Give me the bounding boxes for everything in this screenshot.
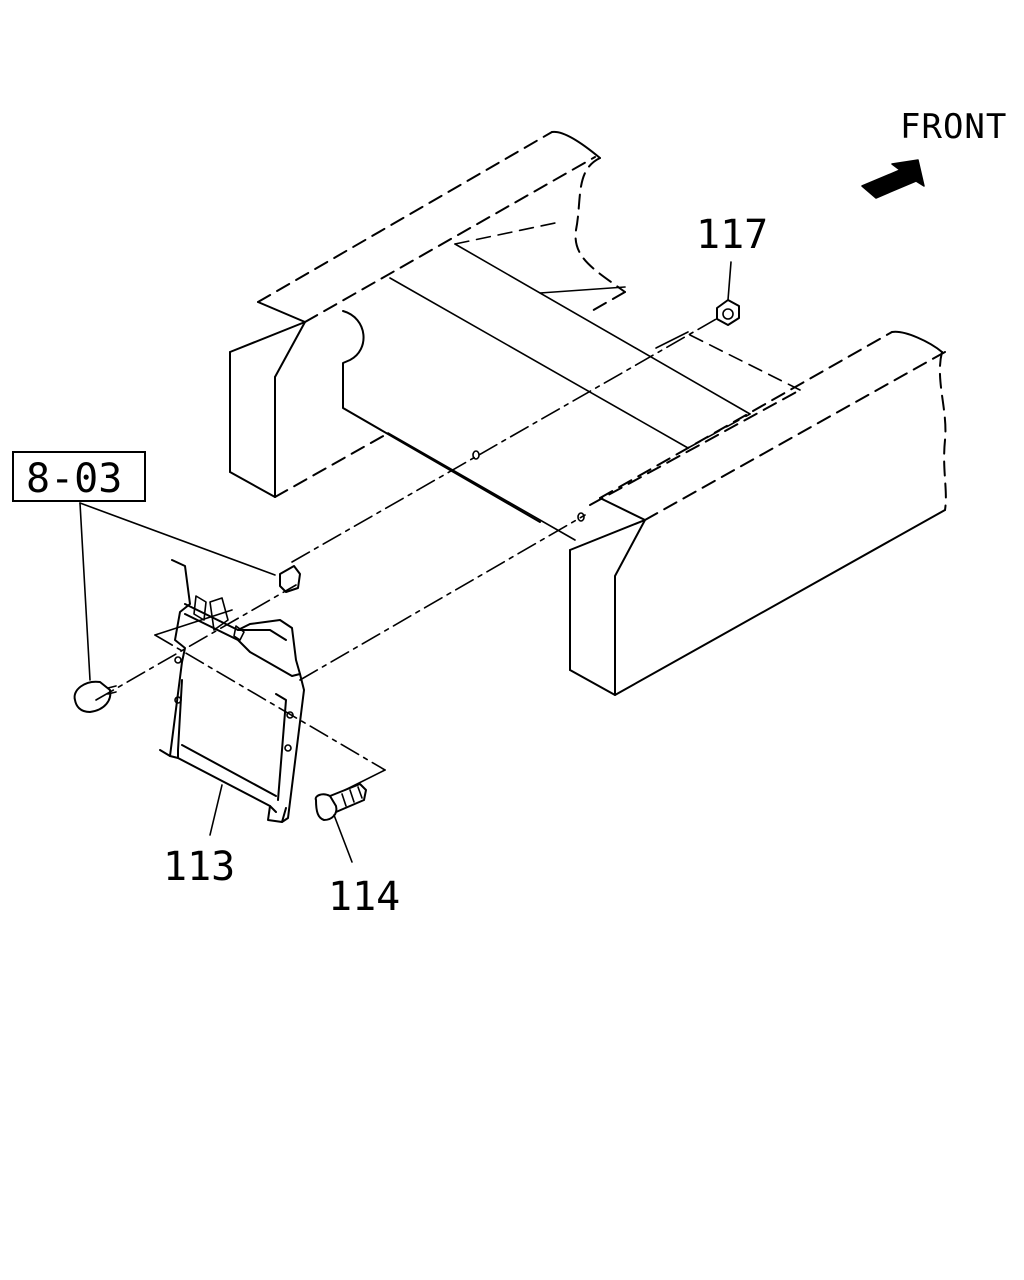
frame-cross-members bbox=[387, 221, 801, 541]
callout-117: 117 bbox=[696, 212, 768, 258]
reference-box-frame bbox=[12, 451, 146, 502]
rear-frame-rail bbox=[229, 130, 626, 523]
front-arrow-icon bbox=[861, 159, 925, 199]
part-117-nut bbox=[716, 261, 740, 326]
part-113-bracket bbox=[159, 559, 305, 836]
front-frame-rail bbox=[569, 330, 947, 696]
part-114-bolt bbox=[314, 783, 367, 863]
front-label: FRONT bbox=[900, 107, 1007, 147]
grommet-clip bbox=[73, 680, 112, 713]
installation-axis-lines bbox=[95, 317, 719, 791]
callout-113: 113 bbox=[163, 844, 235, 890]
front-rail-hole bbox=[577, 512, 585, 522]
clip-parts bbox=[73, 565, 301, 713]
callout-114: 114 bbox=[328, 874, 400, 920]
front-direction-indicator: FRONT bbox=[861, 107, 1007, 199]
reference-label: 8-03 bbox=[26, 456, 122, 502]
upper-clip bbox=[279, 565, 301, 593]
reference-box: 8-03 bbox=[12, 451, 276, 681]
frame-mounting-holes bbox=[472, 450, 585, 522]
